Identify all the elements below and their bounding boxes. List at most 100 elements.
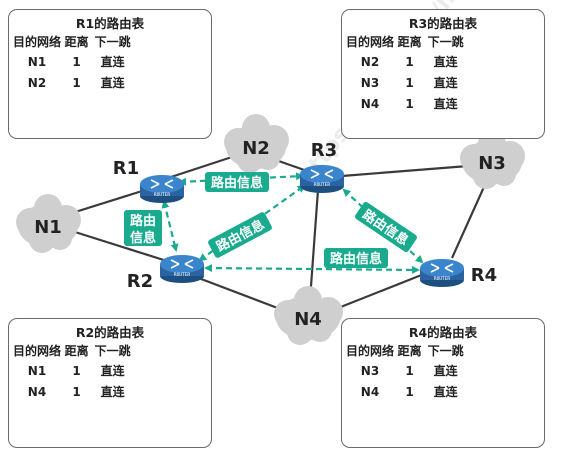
table-row: N1 1 直连: [13, 360, 133, 381]
router-label-r3: R3: [311, 140, 337, 161]
info-label-r1-r3: 路由信息: [205, 172, 269, 192]
info-label-text: 路由信息: [211, 175, 263, 191]
routing-table-grid: 目的网络 距离 下一跳 N1 1 直连 N2 1 直连: [13, 32, 133, 93]
link-r3-n4: [308, 189, 320, 301]
col-header-destination: 目的网络: [346, 344, 395, 358]
col-header-distance: 距离: [397, 344, 422, 358]
info-label-text-line2: 信息: [130, 230, 156, 246]
network-label-n4: N4: [294, 309, 322, 330]
cell-next-hop: 直连: [100, 76, 125, 90]
routing-table-r1: R1的路由表 目的网络 距离 下一跳 N1 1 直连 N2 1 直连: [8, 9, 212, 139]
cell-distance: 1: [72, 384, 81, 399]
cell-next-hop: 直连: [433, 76, 458, 90]
cell-next-hop: 直连: [433, 364, 458, 378]
cell-next-hop: 直连: [433, 97, 458, 111]
router-arrows-icon: [310, 169, 334, 179]
routing-table-grid: 目的网络 距离 下一跳 N1 1 直连 N4 1 直连: [13, 341, 133, 402]
cell-destination: N2: [27, 75, 47, 90]
cell-next-hop: 直连: [100, 385, 125, 399]
router-r3: ROUTER: [300, 165, 344, 193]
cell-next-hop: 直连: [100, 55, 125, 69]
link-r2-n4: [187, 272, 289, 314]
table-row: N2 1 直连: [13, 72, 133, 93]
col-header-destination: 目的网络: [13, 35, 62, 49]
router-r1: ROUTER: [140, 175, 184, 203]
cell-next-hop: 直连: [100, 364, 125, 378]
table-row: N2 1 直连: [346, 51, 466, 72]
cell-distance: 1: [405, 75, 414, 90]
col-header-next-hop: 下一跳: [427, 35, 464, 49]
cell-destination: N3: [360, 363, 380, 378]
info-arrow-r1-r2: [161, 200, 179, 252]
routing-table-r3: R3的路由表 目的网络 距离 下一跳 N2 1 直连 N3 1 直连 N4 1 …: [341, 9, 545, 139]
info-label-r1-r2: 路由 信息: [124, 210, 162, 246]
routing-table-grid: 目的网络 距离 下一跳 N3 1 直连 N4 1 直连: [346, 341, 466, 402]
router-tag: ROUTER: [434, 276, 451, 282]
router-tag: ROUTER: [174, 272, 191, 278]
cell-distance: 1: [72, 75, 81, 90]
cell-distance: 1: [405, 96, 414, 111]
router-arrows-icon: [170, 259, 194, 269]
router-label-r2: R2: [127, 271, 153, 292]
table-row: N3 1 直连: [346, 360, 466, 381]
cell-destination: N3: [360, 75, 380, 90]
router-arrows-icon: [430, 263, 454, 273]
cell-next-hop: 直连: [433, 55, 458, 69]
router-tag: ROUTER: [314, 182, 331, 188]
info-label-text-line1: 路由: [130, 213, 156, 229]
cell-next-hop: 直连: [433, 385, 458, 399]
col-header-destination: 目的网络: [346, 35, 395, 49]
router-r2: ROUTER: [160, 255, 204, 283]
network-cloud-n2: N2: [224, 114, 289, 173]
info-label-r3-r4: 路由信息: [355, 201, 417, 253]
link-r4-n4: [327, 272, 425, 314]
table-row: N4 1 直连: [346, 381, 466, 402]
col-header-distance: 距离: [397, 35, 422, 49]
cell-distance: 1: [405, 384, 414, 399]
routing-table-r2: R2的路由表 目的网络 距离 下一跳 N1 1 直连 N4 1 直连: [8, 318, 212, 448]
router-label-r4: R4: [471, 265, 497, 286]
col-header-next-hop: 下一跳: [94, 35, 131, 49]
info-label-r2-r3: 路由信息: [208, 212, 272, 258]
col-header-distance: 距离: [64, 344, 89, 358]
cell-distance: 1: [405, 363, 414, 378]
cell-destination: N1: [27, 54, 47, 69]
cell-destination: N1: [27, 363, 47, 378]
router-label-r1: R1: [113, 158, 139, 179]
routing-table-title: R2的路由表: [75, 325, 145, 340]
cell-distance: 1: [72, 54, 81, 69]
routing-table-r4: R4的路由表 目的网络 距离 下一跳 N3 1 直连 N4 1 直连: [341, 318, 545, 448]
cell-destination: N4: [27, 384, 47, 399]
link-r3-n3: [341, 164, 469, 178]
info-label-text: 路由信息: [330, 251, 382, 267]
link-r4-n3: [450, 177, 490, 259]
network-label-n3: N3: [478, 153, 506, 174]
router-arrows-icon: [150, 179, 174, 189]
router-tag: ROUTER: [154, 192, 171, 198]
col-header-next-hop: 下一跳: [427, 344, 464, 358]
table-row: N1 1 直连: [13, 51, 133, 72]
col-header-destination: 目的网络: [13, 344, 62, 358]
info-label-r2-r4: 路由信息: [324, 248, 388, 268]
cell-distance: 1: [405, 54, 414, 69]
col-header-distance: 距离: [64, 35, 89, 49]
table-row: N4 1 直连: [346, 93, 466, 114]
network-label-n1: N1: [34, 217, 62, 238]
routing-table-title: R3的路由表: [408, 16, 478, 31]
link-r2-n1: [74, 230, 171, 264]
cell-destination: N2: [360, 54, 380, 69]
routing-table-grid: 目的网络 距离 下一跳 N2 1 直连 N3 1 直连 N4 1 直连: [346, 32, 466, 114]
routing-table-title: R4的路由表: [408, 325, 478, 340]
network-label-n2: N2: [242, 138, 270, 159]
info-arrow-r2-r4: [204, 264, 420, 274]
router-r4: ROUTER: [420, 259, 464, 287]
table-row: N4 1 直连: [13, 381, 133, 402]
network-cloud-n1: N1: [16, 194, 81, 253]
routing-table-title: R1的路由表: [75, 16, 145, 31]
table-row: N3 1 直连: [346, 72, 466, 93]
cell-distance: 1: [72, 363, 81, 378]
network-cloud-n4: N4: [274, 286, 343, 345]
cell-destination: N4: [360, 96, 380, 111]
col-header-next-hop: 下一跳: [94, 344, 131, 358]
cell-destination: N4: [360, 384, 380, 399]
